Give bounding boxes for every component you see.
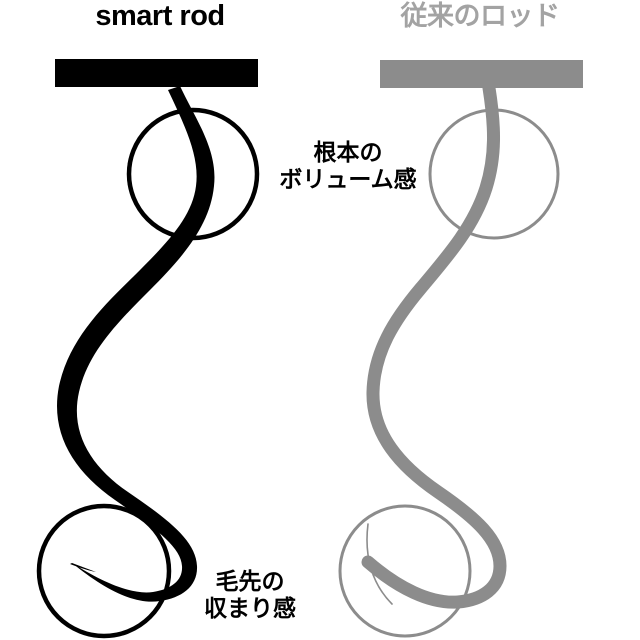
annotation-root-volume-line2: ボリューム感	[279, 166, 417, 193]
left-strand	[57, 86, 215, 602]
annotation-tip-settling-line2: 収まり感	[204, 595, 296, 622]
annotation-root-volume-line1: 根本の	[313, 139, 383, 165]
annotation-tip-settling-line1: 毛先の	[215, 568, 285, 594]
left-lower-circle	[36, 503, 172, 639]
right-lower-circle	[338, 504, 472, 638]
left-rod-bar	[55, 59, 258, 87]
right-strand-tail	[366, 523, 393, 605]
right-rod-bar	[380, 60, 583, 88]
page-title-right: 従来のロッド	[400, 1, 561, 31]
page-title-left: smart rod	[95, 0, 225, 32]
annotation-root-volume: 根本の ボリューム感	[265, 139, 431, 193]
right-strand	[361, 81, 507, 609]
left-strand-tail	[70, 563, 96, 572]
annotation-tip-settling: 毛先の 収まり感	[186, 568, 314, 622]
right-panel-graphics	[338, 60, 583, 638]
left-panel-graphics	[36, 59, 260, 639]
